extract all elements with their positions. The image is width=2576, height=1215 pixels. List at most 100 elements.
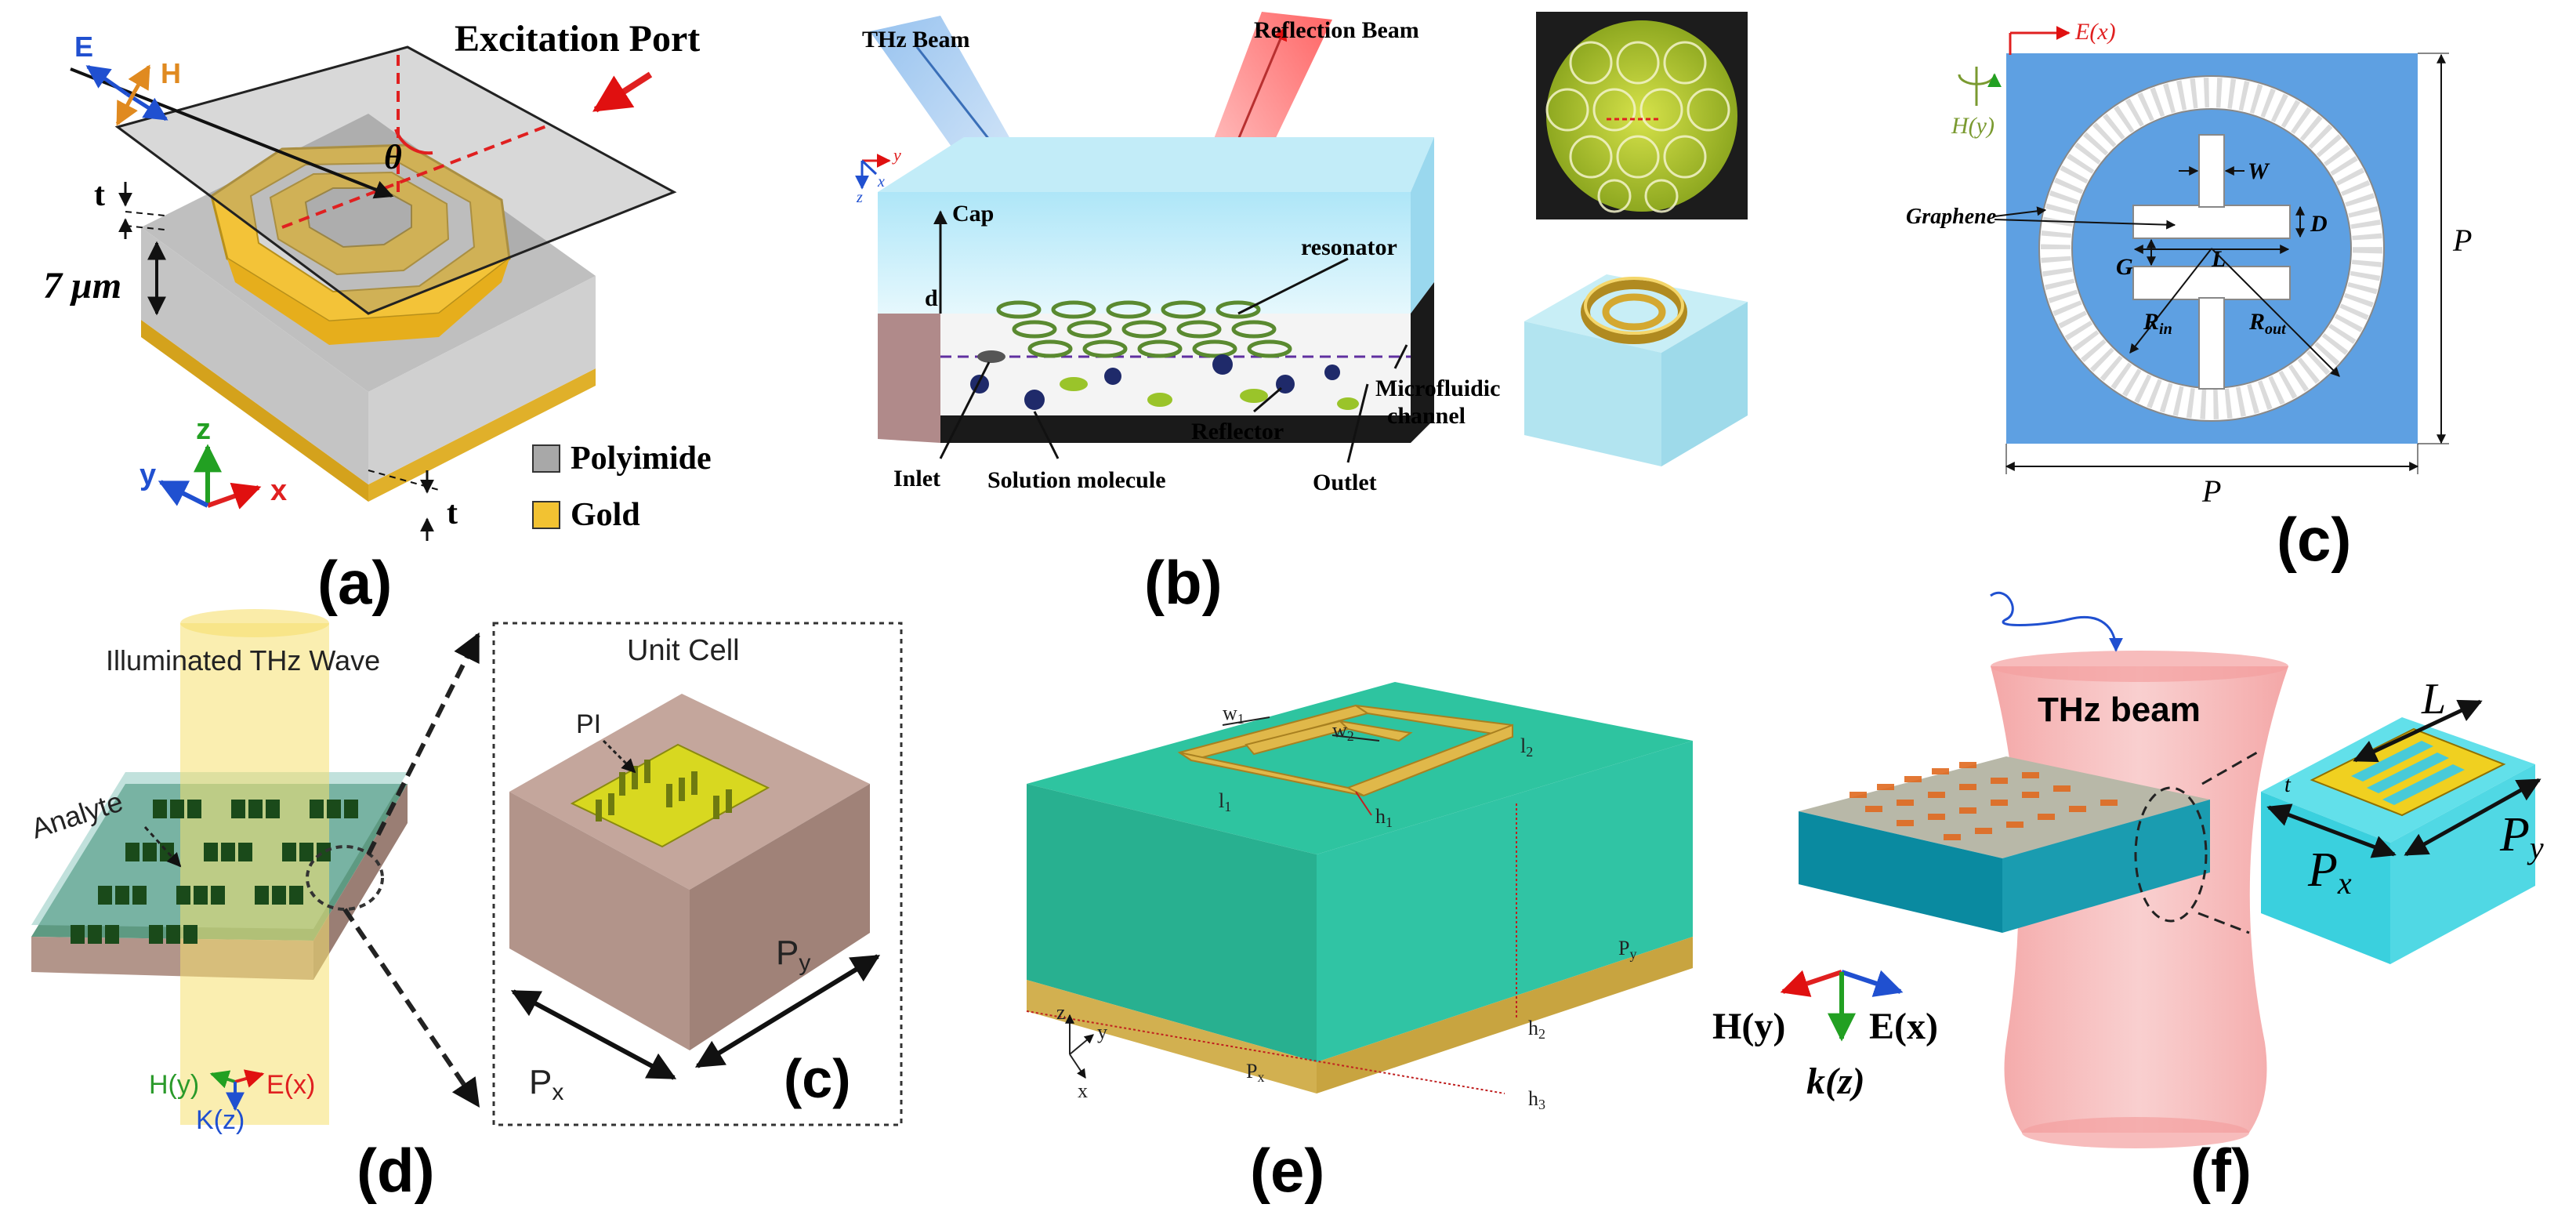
px-label: Px — [529, 1063, 563, 1105]
w1-label: w1 — [1223, 702, 1245, 727]
w2-label: w2 — [1332, 719, 1354, 744]
f-h-arrow — [1780, 970, 1842, 997]
height-7um: 7 μm — [43, 265, 121, 306]
unitcell-b-side — [1661, 302, 1748, 466]
reflector-pointer — [1253, 386, 1282, 413]
f-px-dim — [2266, 803, 2397, 858]
solution-molecules — [970, 354, 1359, 410]
reflection-beam-label: Reflection Beam — [1254, 17, 1419, 43]
channel-label: channel — [1387, 403, 1466, 429]
channel-back — [940, 415, 1411, 443]
r-in-label: Rin — [2143, 309, 2172, 338]
cap-top — [878, 137, 1434, 192]
f-l-dim — [2353, 699, 2483, 763]
h-field-label: H — [161, 57, 181, 89]
d-label-c: D — [2310, 211, 2328, 237]
cross-bottom-stem — [2198, 297, 2225, 390]
h-field-d-label: H(y) — [149, 1070, 199, 1100]
pi-pointer — [602, 739, 636, 774]
r-in-line — [2129, 248, 2212, 354]
graphene-pointer-2 — [1994, 219, 2176, 230]
f-e-arrow — [1841, 970, 1904, 997]
cross-bottom-bar — [2132, 266, 2291, 300]
k-field-d-label: K(z) — [196, 1105, 245, 1135]
e-field-arrow — [85, 64, 129, 96]
e-front — [1027, 784, 1317, 1062]
f-top — [1799, 756, 2210, 858]
microscope-rings — [1545, 41, 1730, 213]
f-zoom-line-top — [2201, 751, 2258, 785]
reflector-label: Reflector — [1191, 419, 1284, 444]
outlet-label: Outlet — [1313, 470, 1377, 495]
unitcell-b-ring-inner — [1602, 293, 1666, 331]
e-field-d — [234, 1069, 265, 1088]
resonator-array — [996, 300, 1292, 358]
solution-label: Solution molecule — [987, 467, 1166, 493]
theta-arc — [394, 129, 433, 155]
w-label: W — [2248, 158, 2270, 184]
outlet-pointer — [1346, 383, 1369, 463]
resonator-pointer — [1237, 257, 1349, 315]
f-zoom-circle — [2134, 786, 2208, 923]
e-resonator — [1177, 704, 1513, 797]
h1-label: h1 — [1375, 805, 1393, 830]
gold-ring-wall — [227, 259, 509, 345]
thz-wave-top — [180, 609, 329, 637]
gold-ground-side — [141, 320, 368, 502]
axis-y-label: y — [139, 459, 156, 491]
px-e-label: Px — [1246, 1060, 1264, 1085]
panel-b: THz Beam Reflection Beam — [855, 12, 1748, 617]
polyimide-left — [141, 227, 368, 484]
f-l-label: L — [2421, 675, 2446, 724]
f-e-label: E(x) — [1869, 1006, 1938, 1047]
unit-cell-label: Unit Cell — [627, 634, 740, 667]
e-field-arrow-2 — [125, 92, 168, 121]
panel-a: E H Excitation Port θ t 7 μm t z x y Pol… — [43, 18, 712, 617]
legend-label-gold: Gold — [571, 497, 640, 533]
thz-beam-f-bot — [2022, 1117, 2249, 1148]
e-gold-side — [1317, 937, 1693, 1094]
axis-x-b — [860, 159, 878, 176]
resonator-label: resonator — [1301, 234, 1397, 260]
substrate-left — [878, 314, 940, 443]
panel-b-label: (b) — [1144, 548, 1223, 617]
excitation-port-title: Excitation Port — [455, 18, 700, 60]
cross-top-bar — [2132, 205, 2291, 239]
f-k-label: k(z) — [1806, 1061, 1865, 1102]
substrate-right — [1411, 282, 1434, 443]
h-field-arrow — [128, 64, 151, 96]
h-field-d — [209, 1070, 236, 1089]
e-side — [1317, 741, 1693, 1062]
e-top — [1027, 682, 1693, 854]
legend-label-polyimide: Polyimide — [571, 441, 712, 477]
zoom-circle — [306, 845, 384, 911]
py-dim — [694, 954, 881, 1068]
unitcell-b-ring-hl — [1584, 277, 1684, 335]
axis-x-label: x — [270, 474, 287, 507]
px-dim — [510, 989, 677, 1080]
thz-beam-label: THz Beam — [862, 27, 969, 53]
microfluidic-pointer — [1393, 344, 1408, 369]
thickness-t-bottom: t — [447, 495, 458, 531]
gold-patch-center — [304, 187, 412, 248]
axis-y-e-label: y — [1097, 1021, 1107, 1043]
channel-floor — [940, 314, 1411, 443]
inlet-port — [977, 350, 1005, 363]
microfluidic-label: Microfluidic — [1375, 375, 1500, 401]
inlet-pointer — [939, 361, 991, 459]
axis-x-arrow — [206, 482, 262, 510]
axis-x-e — [1069, 1054, 1086, 1079]
py-label: Py — [776, 934, 810, 976]
f-h-label: H(y) — [1712, 1006, 1785, 1047]
py-e-label: Py — [1618, 937, 1636, 962]
slab-side — [313, 784, 408, 980]
wave-label: Illuminated THz Wave — [106, 644, 380, 676]
px-e-dim — [1026, 1010, 1505, 1094]
d-label: d — [925, 285, 938, 311]
sub-label-c: (c) — [784, 1048, 851, 1109]
panel-c-top: E(x) H(y) Graphene W L D G Rin Rout P P — [1906, 19, 2472, 574]
unitcell-b-front — [1524, 321, 1661, 466]
r-out-line — [2211, 248, 2340, 377]
p-right-label: P — [2452, 223, 2472, 258]
